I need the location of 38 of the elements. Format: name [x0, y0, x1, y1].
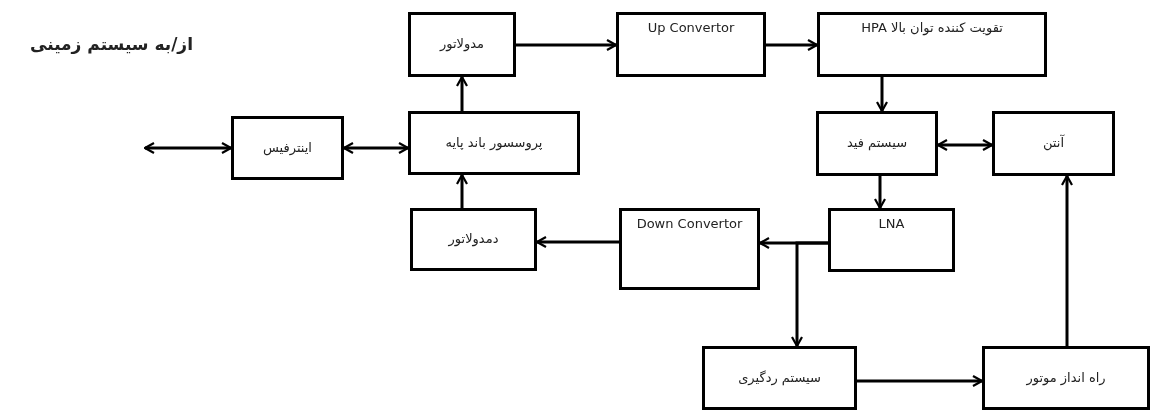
block-label: راه انداز موتور	[1026, 368, 1106, 388]
block-label: Up Convertor	[647, 19, 735, 37]
block-box	[702, 346, 857, 410]
arrow	[455, 75, 469, 111]
block-label: تقویت کننده توان بالا HPA	[861, 19, 1003, 38]
block-label: Down Convertor	[636, 215, 743, 233]
block-label: آنتن	[1042, 134, 1065, 153]
arrow	[936, 138, 994, 152]
block-box	[408, 111, 580, 175]
arrow	[455, 173, 469, 208]
block-box	[982, 346, 1150, 410]
arrow	[143, 141, 233, 155]
block-label: دمدولاتور	[448, 230, 499, 249]
side-label: از/به سیستم زمینی	[30, 34, 193, 54]
block-box	[828, 208, 955, 272]
block-box	[410, 208, 537, 271]
arrow	[790, 241, 828, 348]
block-box	[616, 12, 766, 77]
arrow	[516, 38, 618, 52]
block-box	[619, 208, 760, 290]
block-label: مدولاتور	[439, 35, 485, 54]
block-box	[231, 116, 344, 180]
block-box	[408, 12, 516, 77]
block-box	[816, 111, 938, 176]
arrow	[875, 77, 889, 113]
arrow	[535, 235, 619, 249]
block-label: پروسسور باند پایه	[445, 133, 543, 153]
block-label: LNA	[878, 215, 905, 233]
arrow	[1060, 174, 1074, 346]
block-box	[817, 12, 1047, 77]
arrow	[873, 176, 887, 210]
arrow	[342, 141, 410, 155]
block-label: سیستم ردگیری	[738, 368, 821, 388]
block-label: سیستم فید	[846, 134, 908, 153]
arrow	[857, 374, 984, 388]
block-box	[992, 111, 1115, 176]
arrow	[766, 38, 819, 52]
block-label: اینترفیس	[263, 138, 312, 158]
